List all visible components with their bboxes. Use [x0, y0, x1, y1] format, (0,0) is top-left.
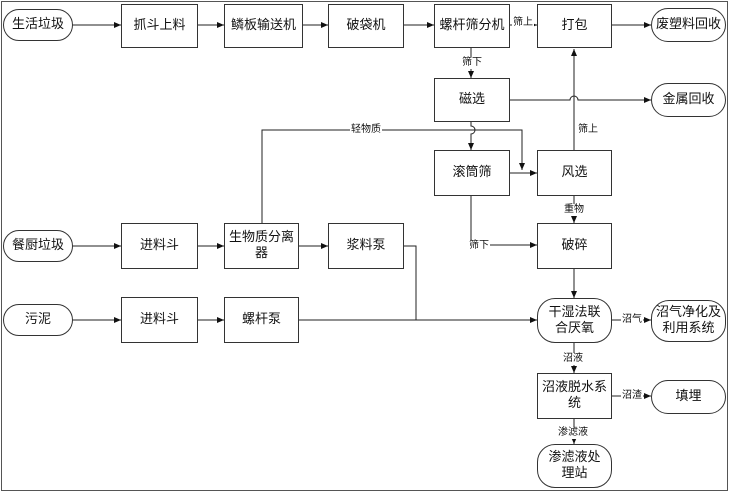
node-label: 金属回收	[662, 92, 715, 107]
label-heavy-matter: 重物	[563, 204, 585, 216]
label-undersize-to-magnet: 筛下	[461, 57, 483, 69]
node-screw-screen: 螺杆筛分机	[434, 4, 510, 48]
node-leachate-treatment: 渗滤液处理站	[537, 444, 612, 488]
node-air-separation: 风选	[537, 150, 612, 196]
node-drum-screen: 滚筒筛	[434, 150, 510, 196]
node-label: 沼液脱水系统	[542, 380, 608, 411]
node-kitchen-waste: 餐厨垃圾	[3, 230, 73, 262]
node-label: 滚筒筛	[452, 165, 492, 180]
node-label: 磁选	[458, 92, 485, 107]
node-label: 破碎	[561, 238, 588, 253]
label-undersize-drum: 筛下	[468, 240, 490, 252]
node-label: 进料斗	[139, 238, 179, 253]
node-apron-conveyor: 鳞板输送机	[224, 4, 303, 48]
node-label: 鳞板输送机	[230, 18, 296, 33]
node-sludge: 污泥	[3, 304, 73, 336]
node-label: 螺杆泵	[241, 312, 281, 327]
edge-slurry-to-anaerobic	[404, 245, 537, 323]
node-bag-breaker: 破袋机	[328, 4, 404, 48]
node-label: 进料斗	[139, 312, 179, 327]
node-crushing: 破碎	[537, 223, 612, 269]
node-label: 填埋	[675, 389, 702, 404]
node-label: 沼气净化及利用系统	[655, 305, 721, 336]
label-digestate: 沼液	[562, 353, 584, 365]
edge-drum-to-crush	[470, 196, 537, 248]
label-biogas: 沼气	[621, 314, 643, 326]
node-label: 浆料泵	[346, 238, 386, 253]
label-light-matter: 轻物质	[350, 124, 382, 136]
label-oversize-to-baling: 筛上	[512, 17, 534, 29]
node-label: 螺杆筛分机	[439, 18, 505, 33]
node-label: 废塑料回收	[655, 17, 721, 32]
node-magnetic-separation: 磁选	[434, 78, 510, 122]
node-waste-plastic-recycle: 废塑料回收	[651, 8, 726, 42]
node-grab-bucket-feed: 抓斗上料	[121, 4, 198, 48]
node-screw-pump: 螺杆泵	[224, 297, 299, 343]
node-digestate-dewater: 沼液脱水系统	[537, 373, 612, 419]
node-landfill: 填埋	[651, 380, 726, 414]
label-leachate: 渗滤液	[557, 427, 589, 439]
node-label: 破袋机	[346, 18, 386, 33]
label-residue: 沼渣	[621, 390, 643, 402]
node-hopper-kitchen: 进料斗	[121, 223, 198, 269]
node-label: 生活垃圾	[11, 17, 64, 32]
node-metal-recycle: 金属回收	[651, 83, 726, 117]
node-anaerobic: 干湿法联合厌氧	[537, 298, 612, 343]
node-label: 生物质分离器	[229, 230, 295, 261]
node-biomass-separator: 生物质分离器	[224, 223, 299, 269]
edge-magnet-to-drum	[468, 122, 476, 150]
node-label: 餐厨垃圾	[11, 238, 64, 253]
node-biogas-system: 沼气净化及利用系统	[651, 300, 726, 342]
node-label: 污泥	[24, 312, 51, 327]
node-label: 风选	[561, 165, 588, 180]
label-oversize-air: 筛上	[577, 124, 599, 136]
node-label: 抓斗上料	[133, 18, 186, 33]
node-domestic-waste: 生活垃圾	[3, 9, 73, 41]
node-label: 渗滤液处理站	[548, 450, 601, 481]
edge-light-matter	[261, 129, 525, 223]
node-hopper-sludge: 进料斗	[121, 297, 198, 343]
node-label: 干湿法联合厌氧	[548, 304, 601, 336]
node-slurry-pump: 浆料泵	[328, 223, 404, 269]
node-baling: 打包	[537, 4, 612, 48]
edge-magnet-to-metal	[509, 95, 651, 103]
node-label: 打包	[561, 18, 588, 33]
